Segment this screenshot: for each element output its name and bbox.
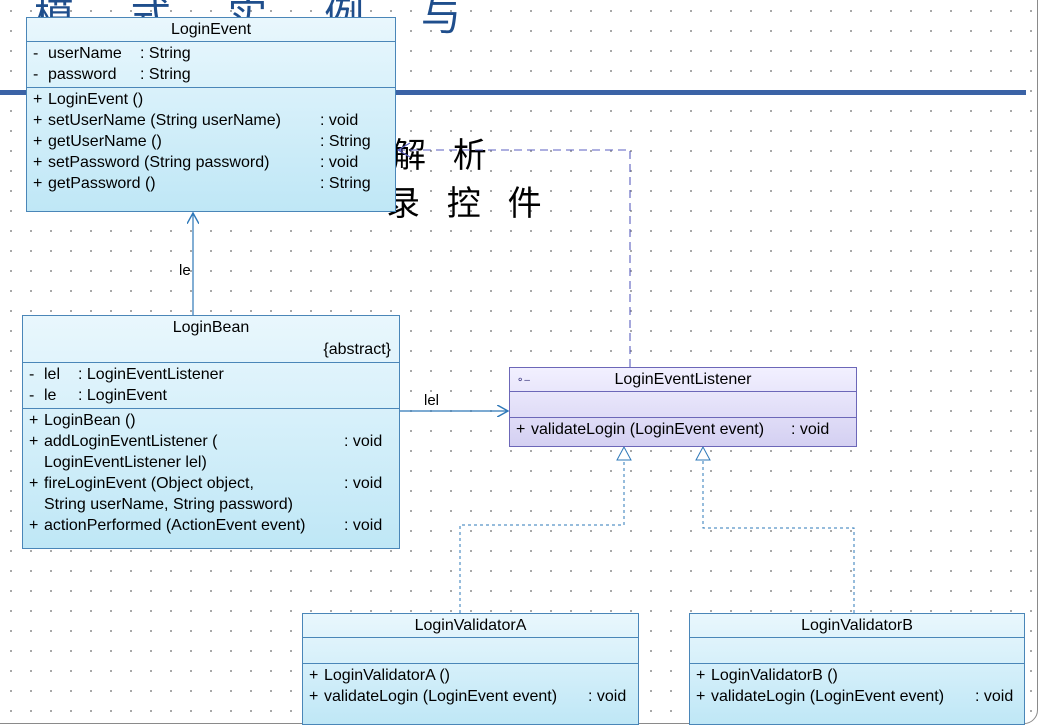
class-header: LoginValidatorB (690, 614, 1024, 638)
interface-name: LoginEventListener (614, 371, 752, 388)
realization-arrowhead-a (616, 445, 632, 461)
attribute-row: -userName: String (33, 45, 191, 62)
attributes-section: -userName: String -password: String (27, 42, 395, 88)
slide-bullet-text-2: 录 控 件 (386, 184, 550, 224)
attributes-section (303, 638, 638, 664)
operation-row: +getUserName (): String (33, 133, 371, 150)
operation-row: +setUserName (String userName): void (33, 112, 359, 129)
dependency-listener-event (398, 149, 631, 367)
realization-validator-a (459, 460, 625, 613)
class-header: LoginValidatorA (303, 614, 638, 638)
interface-login-event-listener[interactable]: ⚬– LoginEventListener +validateLogin (Lo… (509, 367, 857, 447)
operations-section: +LoginEvent () +setUserName (String user… (27, 88, 395, 196)
class-name: LoginValidatorA (414, 617, 527, 634)
operation-row: String userName, String password) (44, 496, 293, 513)
realization-validator-b (702, 460, 855, 613)
operation-row: +LoginValidatorB () (696, 667, 838, 684)
attribute-row: -le: LoginEvent (29, 387, 167, 404)
attributes-section: -lel: LoginEventListener -le: LoginEvent (23, 363, 399, 409)
operation-row: +validateLogin (LoginEvent event): void (516, 421, 830, 438)
class-header: LoginEvent (27, 18, 395, 42)
attributes-section (510, 392, 856, 418)
interface-header: ⚬– LoginEventListener (510, 368, 856, 392)
class-login-validator-b[interactable]: LoginValidatorB +LoginValidatorB () +val… (689, 613, 1025, 725)
class-header: LoginBean {abstract} (23, 316, 399, 363)
operation-row: +validateLogin (LoginEvent event): void (696, 688, 1014, 705)
operation-row: +fireLoginEvent (Object object,: void (29, 475, 383, 492)
attribute-row: -lel: LoginEventListener (29, 366, 224, 383)
operation-row: +actionPerformed (ActionEvent event): vo… (29, 517, 383, 534)
association-label-lel: lel (424, 392, 440, 409)
operation-row: +setPassword (String password): void (33, 154, 359, 171)
class-stereotype: {abstract} (323, 341, 391, 358)
operations-section: +LoginValidatorA () +validateLogin (Logi… (303, 664, 638, 709)
operations-section: +LoginValidatorB () +validateLogin (Logi… (690, 664, 1024, 709)
operation-row: +validateLogin (LoginEvent event): void (309, 688, 627, 705)
operation-row: +LoginValidatorA () (309, 667, 450, 684)
operations-section: +LoginBean () +addLoginEventListener (: … (23, 409, 399, 538)
operation-row: +addLoginEventListener (: void (29, 433, 383, 450)
class-name: LoginBean (172, 319, 250, 336)
realization-arrowhead-b (695, 445, 711, 461)
operation-row: +LoginBean () (29, 412, 136, 429)
class-login-bean[interactable]: LoginBean {abstract} -lel: LoginEventLis… (22, 315, 400, 549)
attribute-row: -password: String (33, 66, 191, 83)
class-login-event[interactable]: LoginEvent -userName: String -password: … (26, 17, 396, 212)
association-label-le: le (179, 262, 191, 279)
class-name: LoginEvent (170, 21, 252, 38)
dependency-arrowhead (396, 142, 411, 158)
interface-lollipop-icon: ⚬– (516, 375, 530, 386)
operations-section: +validateLogin (LoginEvent event): void (510, 418, 856, 442)
attributes-section (690, 638, 1024, 664)
class-login-validator-a[interactable]: LoginValidatorA +LoginValidatorA () +val… (302, 613, 639, 725)
operation-row: LoginEventListener lel) (44, 454, 207, 471)
slide-title-bar (0, 90, 1026, 95)
operation-row: +LoginEvent () (33, 91, 144, 108)
class-name: LoginValidatorB (801, 617, 913, 634)
operation-row: +getPassword (): String (33, 175, 371, 192)
